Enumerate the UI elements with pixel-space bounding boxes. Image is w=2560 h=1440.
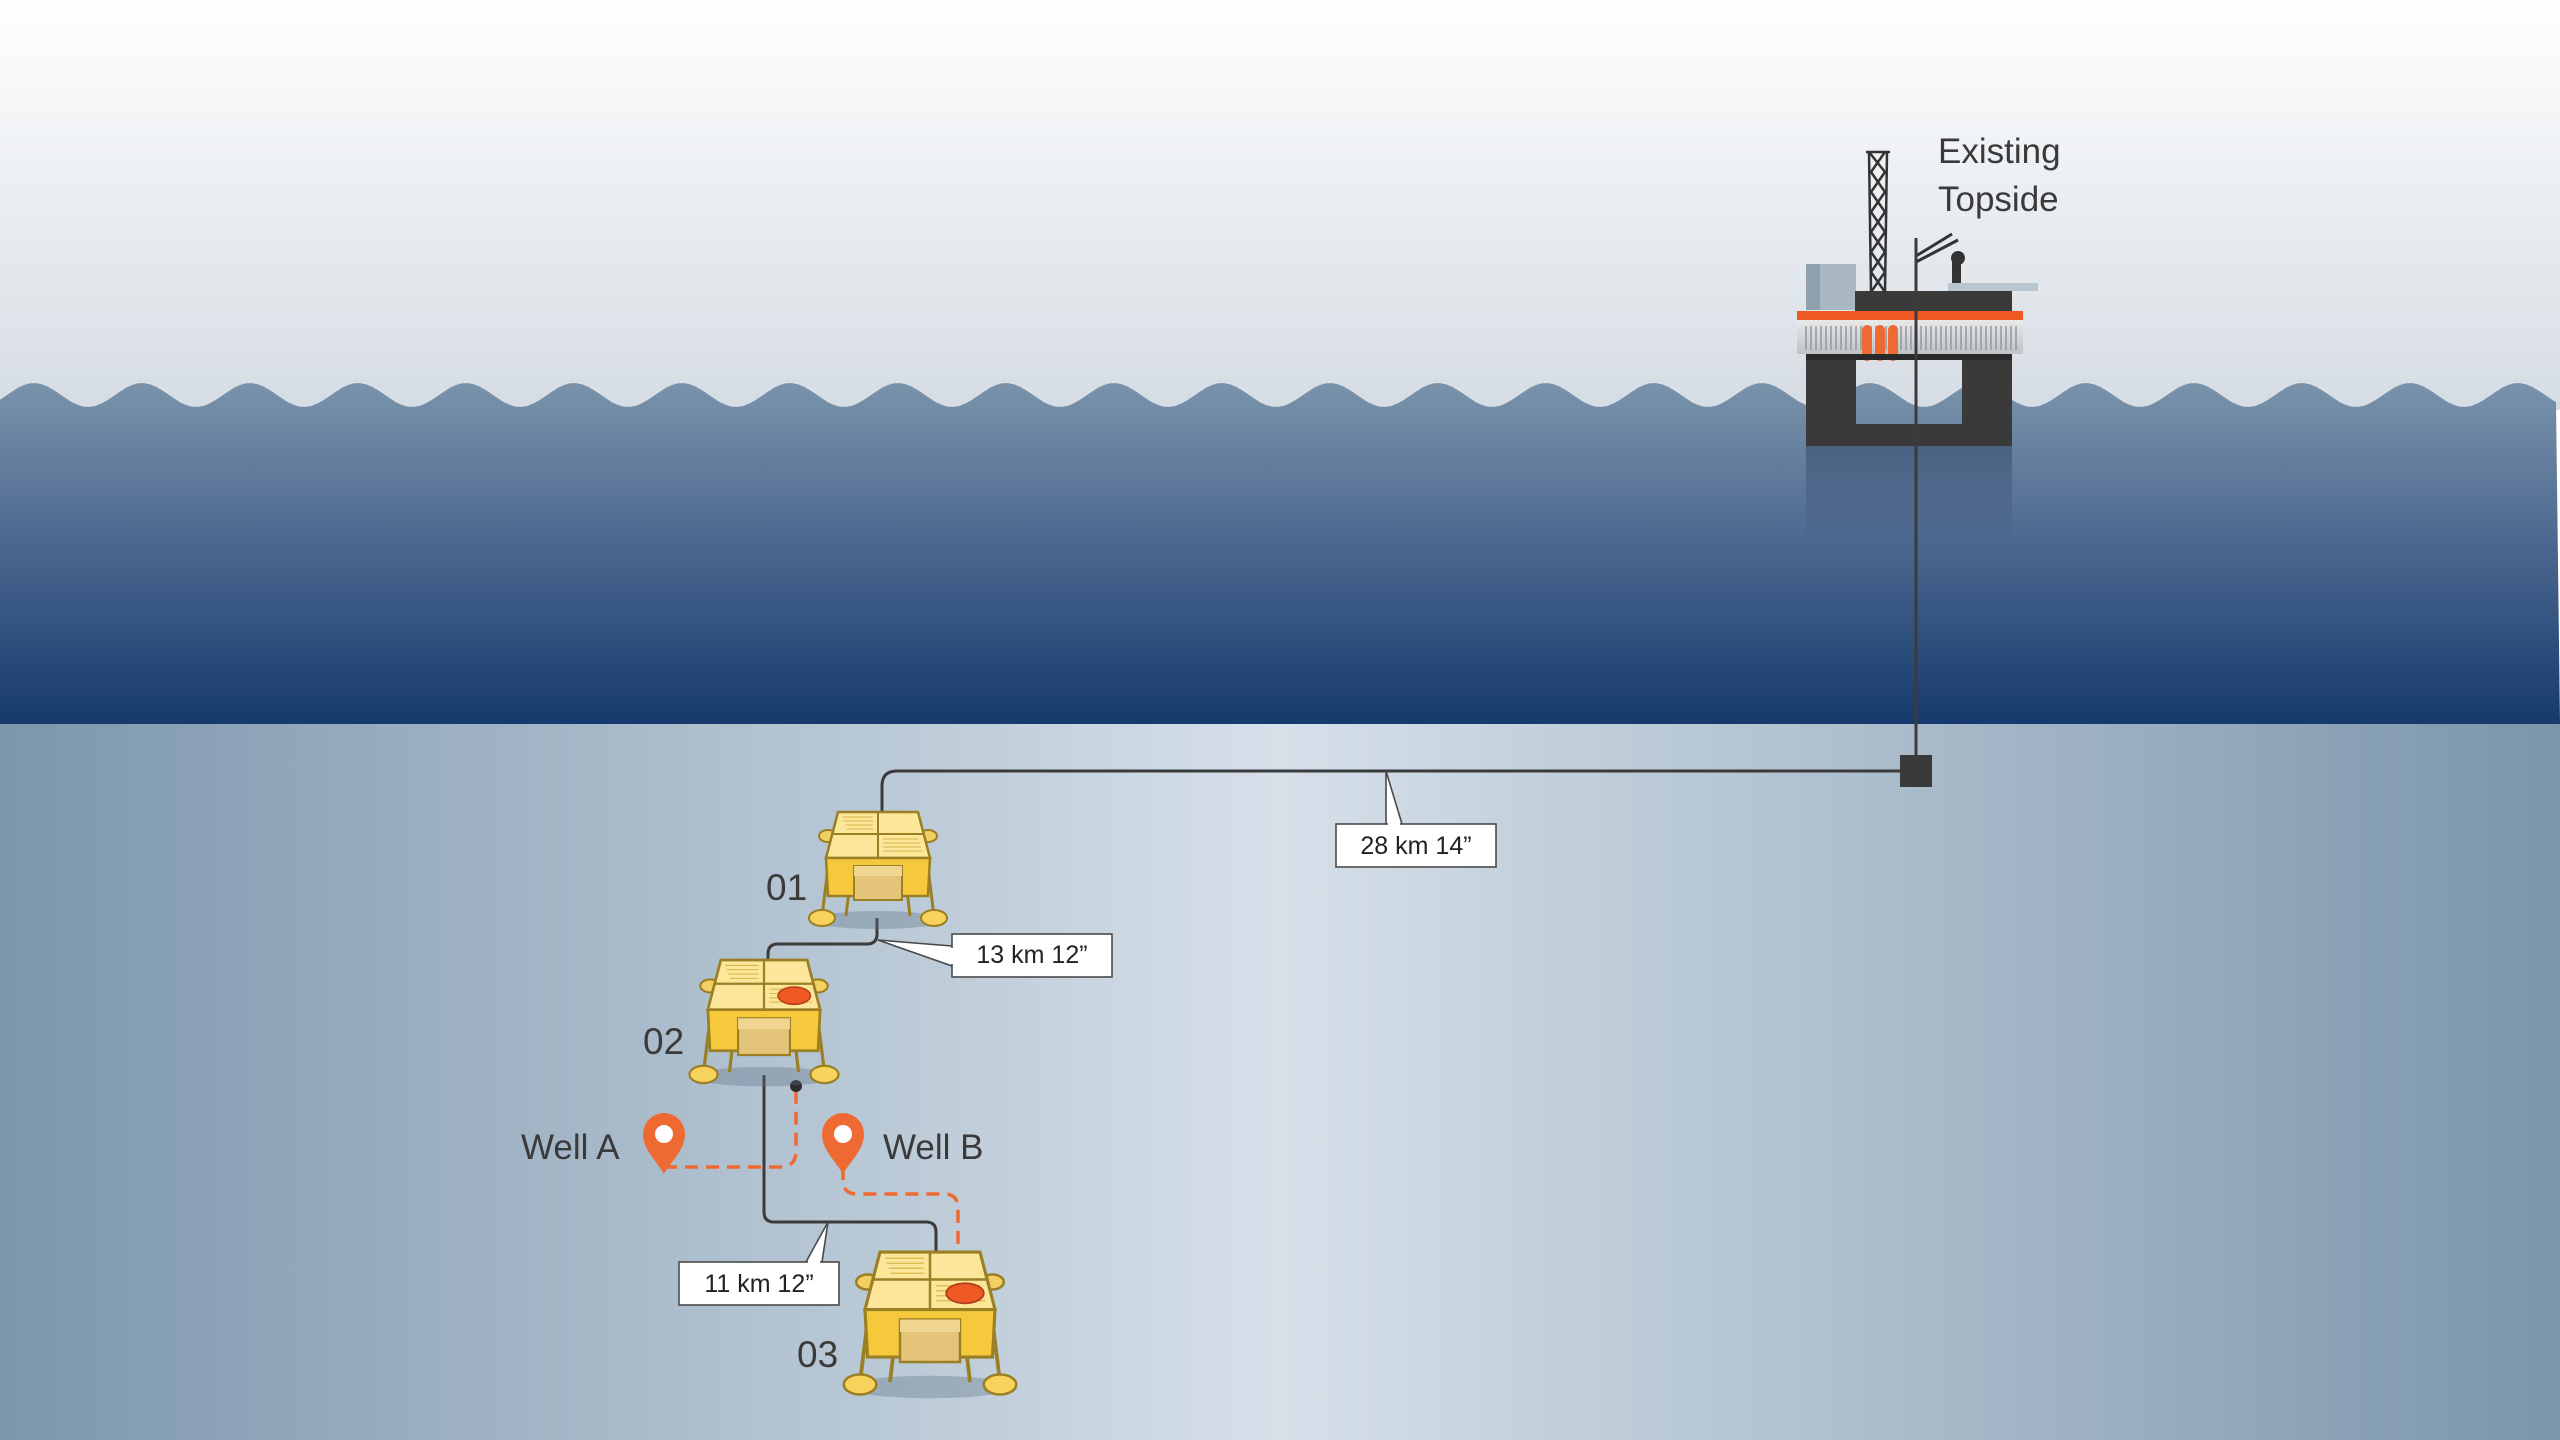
topside-label-line1: Existing	[1938, 132, 2061, 171]
well-a-marker	[643, 1113, 685, 1174]
callout-28km: 28 km 14”	[1335, 770, 1497, 868]
valve-icon	[790, 1080, 802, 1092]
hull-shade	[1806, 354, 2012, 360]
callout-pointer	[1385, 770, 1403, 825]
pipeline-13km-label: 13 km 12”	[976, 941, 1087, 969]
map-pin-icon	[822, 1113, 864, 1174]
template-foot	[920, 909, 948, 927]
template-03-label: 03	[797, 1334, 838, 1375]
callout-pointer	[877, 939, 953, 967]
well-b-marker	[822, 1113, 864, 1174]
crane-cab	[1951, 251, 1965, 265]
lifeboats-icon	[1862, 325, 1898, 361]
pipeline-11km	[762, 1075, 938, 1258]
pipeline-13km	[766, 918, 879, 970]
well-a-label: Well A	[521, 1128, 620, 1167]
template-foot	[808, 909, 836, 927]
template-01-label: 01	[766, 867, 807, 908]
well-slot-marker	[777, 986, 812, 1006]
well-a-flowline	[664, 1084, 798, 1169]
templates	[688, 810, 1018, 1399]
template-foot	[688, 1064, 719, 1085]
map-pin-hole	[655, 1125, 673, 1143]
well-b-label: Well B	[883, 1128, 984, 1167]
well-slot-marker	[945, 1282, 985, 1305]
template-foot	[809, 1064, 840, 1085]
map-pin-icon	[643, 1113, 685, 1174]
helideck	[1948, 283, 2038, 291]
callout-box	[1335, 823, 1497, 868]
template-foot	[842, 1373, 878, 1396]
template-foot	[982, 1373, 1018, 1396]
deck-module	[1855, 291, 2012, 311]
callout-11km: 11 km 12”	[678, 1221, 840, 1306]
template-02-label: 02	[643, 1021, 684, 1062]
pipeline-28km-label: 28 km 14”	[1360, 832, 1471, 860]
main-deck	[1797, 311, 2023, 320]
platform-reflection	[1806, 446, 2012, 546]
platform-hull	[1806, 354, 2012, 446]
subsea-template-2	[688, 958, 840, 1087]
callout-box	[951, 933, 1113, 978]
sea	[0, 383, 2560, 724]
template-manifold-top	[854, 866, 902, 876]
callout-13km: 13 km 12”	[877, 933, 1113, 978]
pipeline-28km	[880, 769, 1916, 812]
subsea-template-3	[842, 1250, 1018, 1399]
derrick-icon	[1866, 150, 1890, 293]
riser-base-icon	[1900, 755, 1932, 787]
callout-box	[678, 1261, 840, 1306]
template-manifold-top	[738, 1018, 790, 1030]
crane-post	[1952, 255, 1961, 293]
topside-label-line2: Topside	[1938, 180, 2059, 219]
pipeline-11km-label: 11 km 12”	[704, 1270, 813, 1298]
accommodation-shade	[1806, 264, 1820, 310]
template-manifold-top	[900, 1319, 960, 1332]
subsea-template-1	[808, 810, 948, 929]
sky	[0, 0, 2560, 410]
platform	[1797, 150, 2038, 446]
callout-pointer	[805, 1221, 829, 1263]
map-pin-hole	[834, 1125, 852, 1143]
seabed	[0, 724, 2560, 1440]
